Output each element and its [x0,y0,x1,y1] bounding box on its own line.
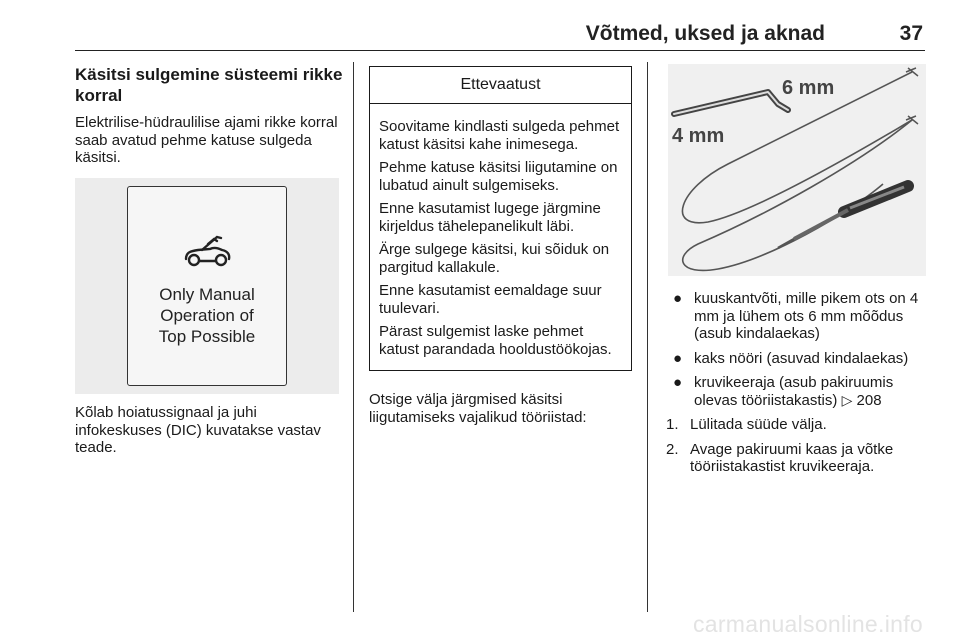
column-divider [647,62,648,612]
list-item-text: kuuskantvõti, mille pikem ots on 4 mm ja… [694,290,919,342]
dic-message-line-2: Operation of [160,306,254,325]
label-6mm: 6 mm [782,77,834,99]
tools-illustration: 6 mm 4 mm [671,67,919,272]
column-divider [353,62,354,612]
list-item-text: kaks nööri (asuvad kindalaekas) [694,349,909,367]
bullet-icon: ● [673,349,683,367]
dic-message: Only Manual Operation of Top Possible [128,284,286,347]
page-header: Võtmed, uksed ja aknad 37 [75,20,925,51]
chapter-title: Võtmed, uksed ja aknad [585,22,825,45]
dic-message-line-1: Only Manual [159,285,255,304]
caution-paragraph: Pärast sulgemist laske pehmet katust par… [379,323,612,358]
list-item: ● kruvikeeraja (asub pakiruumis olevas t… [668,374,928,409]
caution-paragraph: Ärge sulgege käsitsi, kui sõiduk on parg… [379,241,610,276]
tools-intro-text: Otsige välja järgmised käsitsi liigutami… [369,391,587,426]
caution-paragraph: Soovitame kindlasti sulgeda pehmet katus… [379,118,620,153]
section-heading: Käsitsi sulgemine süsteemi rikke korral [75,65,343,105]
dic-display-panel: Only Manual Operation of Top Possible [127,186,287,386]
dic-display-figure: Only Manual Operation of Top Possible [75,178,339,394]
convertible-car-icon [184,235,231,267]
page-reference-icon: ▷ [841,391,853,408]
column-2: Ettevaatust Soovitame kindlasti sulgeda … [369,66,632,426]
label-4mm: 4 mm [672,125,724,147]
step-text: Avage pakiruumi kaas ja võtke tööriistak… [690,440,894,476]
watermark: carmanualsonline.info [692,611,923,637]
caution-paragraph: Enne kasutamist eemaldage suur tuulevari… [379,282,602,317]
caution-box: Ettevaatust Soovitame kindlasti sulgeda … [369,66,632,371]
list-item: ● kaks nööri (asuvad kindalaekas) [668,350,928,368]
step-number: 1. [666,416,679,433]
list-item: ● kuuskantvõti, mille pikem ots on 4 mm … [668,290,928,343]
bullet-icon: ● [673,374,683,391]
steps-list: 1. Lülitada süüde välja. 2. Avage pakiru… [666,416,928,476]
tools-figure: 6 mm 4 mm [668,64,926,276]
caution-paragraph: Pehme katuse käsitsi liigutamine on luba… [379,159,618,194]
step-text: Lülitada süüde välja. [690,416,827,433]
page-reference-number[interactable]: 208 [856,391,882,409]
intro-text: Elektrilise-hüdraulilise ajami rikke kor… [75,114,338,166]
warning-description: Kõlab hoiatussignaal ja juhi infokeskuse… [75,404,321,456]
list-item-text: kruvikeeraja (asub pakiruumis olevas töö… [694,374,894,409]
dic-message-line-3: Top Possible [158,327,256,346]
column-1: Käsitsi sulgemine süsteemi rikke korral … [75,64,343,456]
caution-title: Ettevaatust [370,67,631,104]
bullet-icon: ● [673,290,683,307]
tools-list: ● kuuskantvõti, mille pikem ots on 4 mm … [668,290,928,409]
step-item: 1. Lülitada süüde välja. [666,416,928,434]
step-number: 2. [666,440,679,458]
caution-body: Soovitame kindlasti sulgeda pehmet katus… [370,104,631,370]
page-number: 37 [899,22,923,45]
column-3: 6 mm 4 mm ● kuuskantvõti, mille pikem ot… [666,64,928,483]
caution-paragraph: Enne kasutamist lugege järgmine kirjeldu… [379,200,601,235]
step-item: 2. Avage pakiruumi kaas ja võtke tööriis… [666,441,928,476]
